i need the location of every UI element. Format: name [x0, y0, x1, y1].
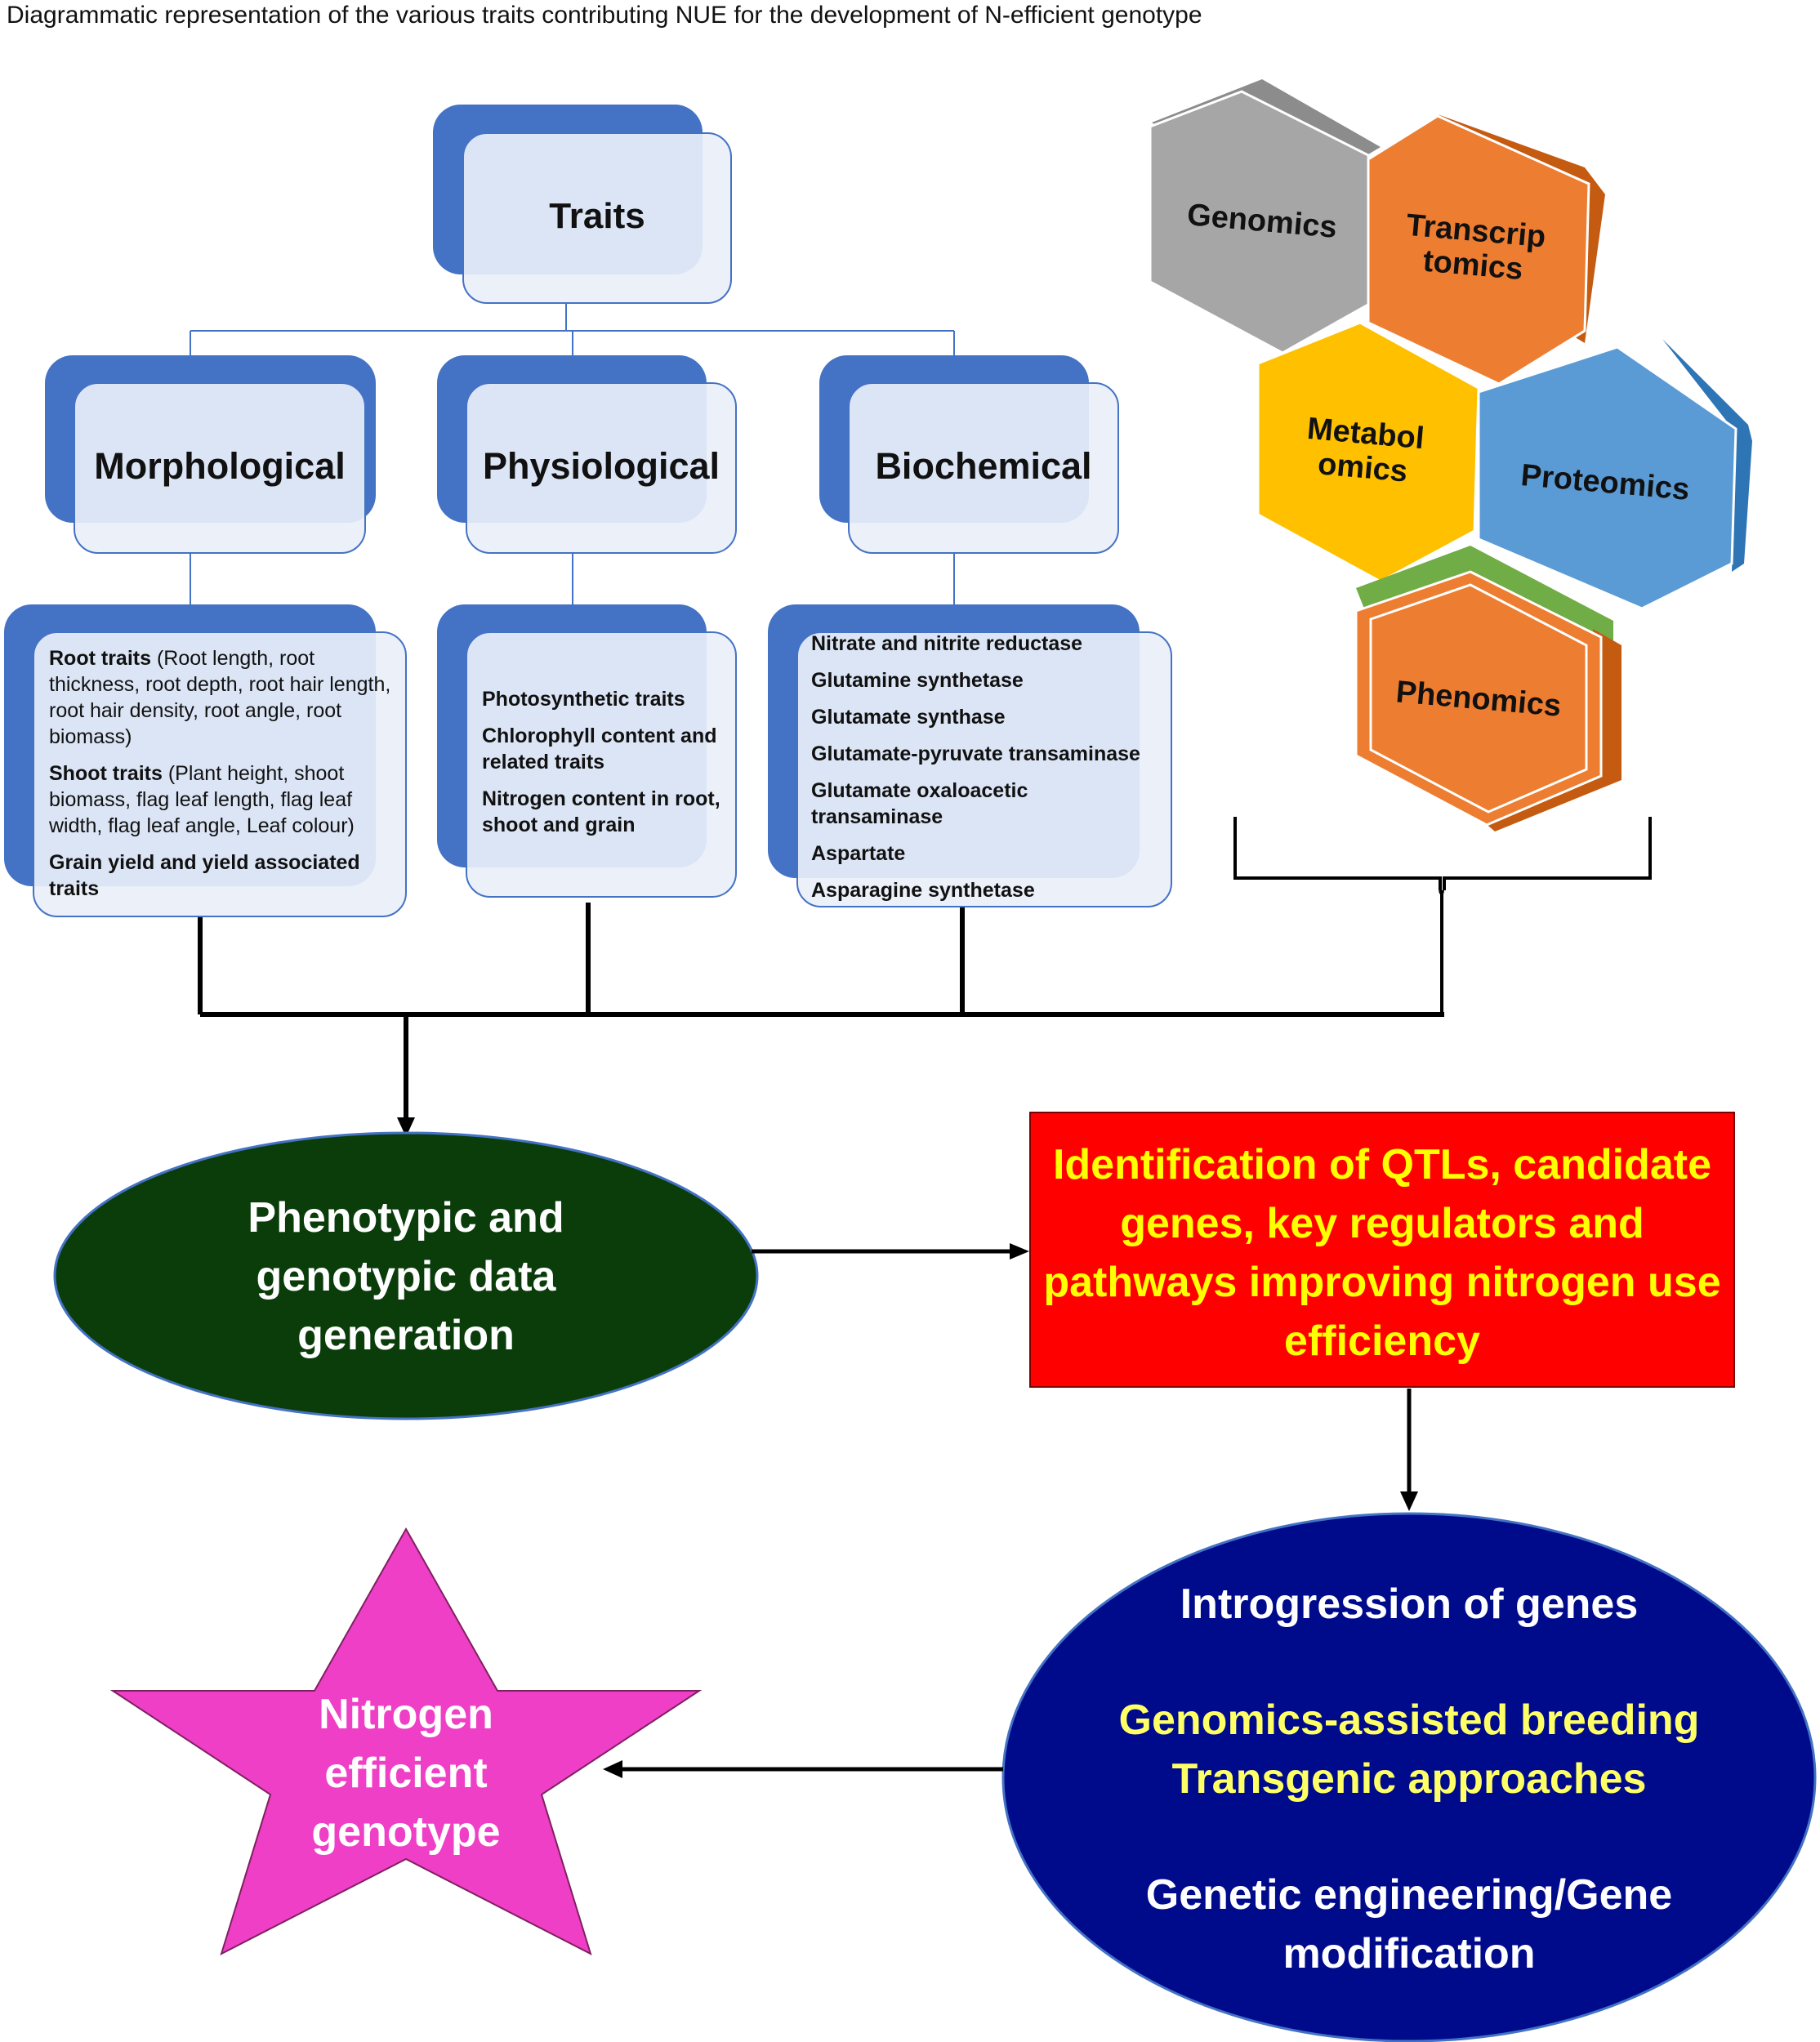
grain-traits-title: Grain yield and yield associated traits [49, 851, 360, 900]
biochemical-item-text: Glutamate oxaloacetic transaminase [811, 779, 1028, 828]
approaches-text: Introgression of genes Genomics-assisted… [1062, 1575, 1756, 1983]
morphological-details-card [33, 631, 407, 917]
biochemical-item: Asparagine synthetase [811, 877, 1171, 903]
biochemical-item-text: Nitrate and nitrite reductase [811, 632, 1083, 655]
identification-line: efficiency [1284, 1317, 1480, 1365]
physiological-details-card [466, 631, 737, 898]
proteomics-hex-side [1662, 339, 1752, 572]
biochemical-details: Nitrate and nitrite reductase Glutamine … [811, 631, 1171, 903]
phenomics-hex-inner-outline [1369, 583, 1588, 814]
introgression-line: Introgression of genes [1180, 1581, 1639, 1628]
biochemical-item: Nitrate and nitrite reductase [811, 631, 1171, 657]
result-text: Nitrogen efficient genotype [245, 1685, 567, 1861]
result-line: Nitrogen [319, 1691, 493, 1738]
traits-label: Traits [549, 196, 645, 236]
data-generation-line: Phenotypic and [248, 1194, 564, 1242]
biochemical-item: Glutamate synthase [811, 704, 1171, 730]
arrowhead-down-1 [397, 1117, 415, 1137]
root-traits: Root traits (Root length, root thickness… [49, 645, 392, 750]
identification-line: pathways improving nitrogen use [1043, 1259, 1721, 1306]
data-generation-line: generation [297, 1312, 515, 1359]
shoot-traits-text: (Plant height, shoot biomass, flag leaf … [49, 762, 355, 837]
root-traits-text: (Root length, root thickness, root depth… [49, 647, 391, 748]
identification-text: Identification of QTLs, candidate genes,… [1030, 1135, 1734, 1371]
physiological-item-text: Photosynthetic traits [482, 688, 685, 711]
phenomics-hex [1354, 570, 1603, 827]
tree-connectors [190, 302, 955, 604]
biochemical-item-text: Glutamate synthase [811, 706, 1006, 729]
morphological-card [74, 382, 366, 554]
result-star [109, 1527, 703, 1955]
result-line: efficient [324, 1750, 488, 1797]
genomics-breeding-line: Genomics-assisted breeding [1118, 1696, 1700, 1744]
biochemical-item: Aspartate [811, 840, 1171, 867]
omics-cluster [1149, 79, 1752, 832]
proteomics-hex [1477, 346, 1737, 610]
data-generation-ellipse [53, 1131, 759, 1420]
biochemical-item: Glutamate oxaloacetic transaminase [811, 778, 1073, 830]
shoot-traits: Shoot traits (Plant height, shoot biomas… [49, 760, 392, 839]
transcriptomics-hex [1367, 114, 1590, 386]
thick-connectors [198, 903, 1444, 1121]
physiological-card [466, 382, 737, 554]
physiological-label: Physiological [482, 445, 720, 487]
physiological-item: Nitrogen content in root, shoot and grai… [482, 786, 727, 838]
figure-caption: Diagrammatic representation of the vario… [7, 2, 1202, 29]
biochemical-card [848, 382, 1119, 554]
physiological-item-text: Chlorophyll content and related traits [482, 725, 717, 774]
traits-card [462, 132, 732, 304]
identification-line: genes, key regulators and [1120, 1200, 1644, 1247]
biochemical-label: Biochemical [875, 445, 1092, 487]
identification-line: Identification of QTLs, candidate [1052, 1141, 1712, 1188]
grain-traits: Grain yield and yield associated traits [49, 849, 392, 902]
biochemical-details-card [796, 631, 1172, 907]
data-generation-line: genotypic data [256, 1253, 556, 1300]
shoot-traits-title: Shoot traits [49, 762, 163, 785]
physiological-item: Chlorophyll content and related traits [482, 723, 727, 775]
biochemical-item: Glutamate-pyruvate transaminase [811, 741, 1171, 767]
omics-brace [1233, 817, 1652, 1013]
biochemical-item-text: Glutamine synthetase [811, 669, 1024, 692]
approaches-ellipse [1001, 1512, 1817, 2042]
data-generation-text: Phenotypic and genotypic data generation [163, 1188, 649, 1365]
result-line: genotype [311, 1808, 501, 1856]
gene-modification-line: modification [1282, 1930, 1536, 1977]
arrowhead-right [1010, 1243, 1029, 1260]
morphological-details: Root traits (Root length, root thickness… [49, 645, 392, 912]
root-traits-title: Root traits [49, 647, 151, 670]
arrowhead-left [603, 1760, 622, 1778]
genetic-engineering-line: Genetic engineering/Gene [1145, 1871, 1673, 1919]
physiological-details: Photosynthetic traits Chlorophyll conten… [482, 686, 727, 849]
biochemical-item-text: Glutamate-pyruvate transaminase [811, 742, 1140, 765]
morphological-label: Morphological [94, 445, 346, 487]
phenomics-hex-green-edge [1356, 546, 1613, 645]
physiological-item-text: Nitrogen content in root, shoot and grai… [482, 787, 720, 836]
biochemical-item: Glutamine synthetase [811, 667, 1171, 693]
biochemical-item-text: Asparagine synthetase [811, 879, 1035, 902]
identification-box [1029, 1112, 1735, 1388]
arrowhead-down-2 [1400, 1491, 1418, 1511]
metabolomics-hex [1256, 321, 1480, 583]
physiological-item: Photosynthetic traits [482, 686, 727, 712]
transgenic-line: Transgenic approaches [1171, 1755, 1647, 1803]
biochemical-item-text: Aspartate [811, 842, 906, 865]
